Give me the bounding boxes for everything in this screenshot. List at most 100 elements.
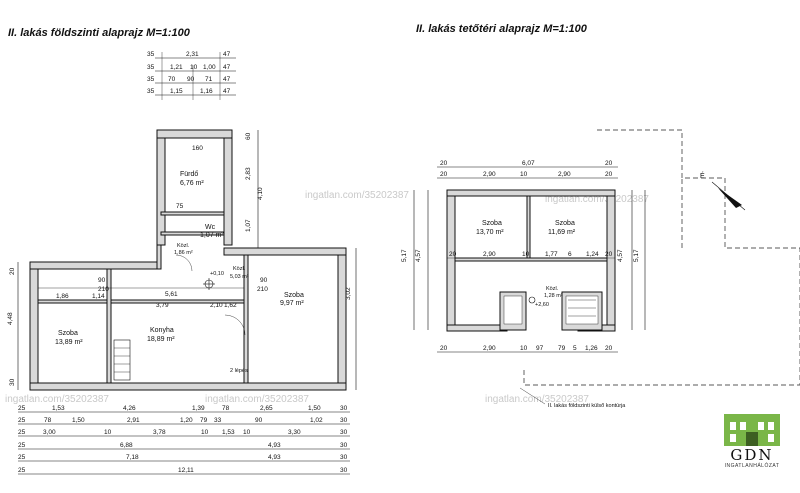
watermark: ingatlan.com/35202387 — [205, 394, 309, 405]
svg-text:25: 25 — [18, 454, 26, 461]
svg-text:20: 20 — [605, 171, 613, 178]
attic-dimensions: 20 6,07 20 20 2,90 10 2,90 20 20 2,90 10… — [401, 160, 646, 353]
svg-text:6: 6 — [568, 251, 572, 258]
svg-text:47: 47 — [223, 76, 231, 83]
room-area: 5,03 m² — [230, 274, 249, 280]
room-area: 13,89 m² — [55, 339, 83, 346]
svg-text:20: 20 — [440, 171, 448, 178]
svg-text:12,11: 12,11 — [178, 467, 194, 474]
svg-text:4,26: 4,26 — [123, 405, 136, 412]
contour-label: II. lakás földszinti külső kontúrja — [548, 403, 626, 409]
svg-text:35: 35 — [147, 88, 155, 95]
svg-text:79: 79 — [200, 417, 208, 424]
svg-text:25: 25 — [18, 442, 26, 449]
svg-text:7,18: 7,18 — [126, 454, 139, 461]
svg-text:5,17: 5,17 — [401, 249, 408, 262]
attic-floor-walls — [446, 189, 616, 332]
svg-text:30: 30 — [340, 467, 348, 474]
svg-text:É: É — [700, 171, 705, 180]
svg-text:30: 30 — [340, 454, 348, 461]
svg-text:10: 10 — [520, 345, 528, 352]
svg-text:1,00: 1,00 — [203, 64, 216, 71]
svg-text:2,90: 2,90 — [483, 345, 496, 352]
ground-floor-walls — [29, 129, 347, 391]
room-area: 13,70 m² — [476, 229, 504, 236]
svg-text:2,91: 2,91 — [127, 417, 140, 424]
svg-text:30: 30 — [340, 429, 348, 436]
svg-text:3,00: 3,00 — [43, 429, 56, 436]
svg-text:20: 20 — [440, 160, 448, 167]
svg-text:90: 90 — [187, 76, 195, 83]
watermark: ingatlan.com/35202387 — [305, 190, 409, 201]
svg-text:20: 20 — [605, 160, 613, 167]
stair-note: 2 lépés — [230, 368, 248, 374]
watermark: ingatlan.com/35202387 — [485, 394, 589, 405]
room-area: 1,28 m² — [544, 293, 563, 299]
svg-text:25: 25 — [18, 417, 26, 424]
svg-text:71: 71 — [205, 76, 213, 83]
svg-text:3,79: 3,79 — [156, 302, 169, 309]
room-label: Szoba — [58, 330, 78, 337]
svg-text:2,90: 2,90 — [483, 251, 496, 258]
svg-text:20: 20 — [440, 345, 448, 352]
room-label: Közl. — [177, 243, 190, 249]
svg-text:210: 210 — [257, 286, 268, 293]
north-arrow: É — [700, 171, 746, 211]
level-mark: +2,60 — [535, 302, 549, 308]
ground-bottom-dimensions: 25 1,53 4,26 1,39 78 2,65 1,50 30 25 78 … — [18, 405, 350, 475]
svg-text:10: 10 — [104, 429, 112, 436]
svg-text:90: 90 — [98, 277, 106, 284]
watermark: ingatlan.com/35202387 — [5, 394, 109, 405]
svg-text:1,21: 1,21 — [170, 64, 183, 71]
ground-floor-contour-outline — [523, 129, 800, 386]
svg-text:6,07: 6,07 — [522, 160, 535, 167]
ground-side-dimensions: 20 4,48 30 3,02 60 2,83 4,10 1,07 — [7, 130, 357, 390]
level-mark: +0,10 — [210, 271, 224, 277]
svg-text:1,50: 1,50 — [308, 405, 321, 412]
svg-text:90: 90 — [260, 277, 268, 284]
logo-text: GDN — [730, 446, 774, 464]
svg-text:60: 60 — [245, 132, 252, 140]
svg-text:5,17: 5,17 — [633, 249, 640, 262]
svg-text:25: 25 — [18, 429, 26, 436]
svg-text:1,50: 1,50 — [72, 417, 85, 424]
svg-text:79: 79 — [558, 345, 566, 352]
svg-text:1,53: 1,53 — [222, 429, 235, 436]
svg-text:4,10: 4,10 — [257, 187, 264, 200]
svg-text:70: 70 — [168, 76, 176, 83]
svg-text:90: 90 — [255, 417, 263, 424]
room-label: Wc — [205, 224, 216, 231]
svg-text:47: 47 — [223, 51, 231, 58]
room-area: 1,07 m² — [200, 232, 224, 239]
svg-text:1,16: 1,16 — [200, 88, 213, 95]
svg-text:1,24: 1,24 — [586, 251, 599, 258]
svg-text:2,90: 2,90 — [558, 171, 571, 178]
svg-text:5,61: 5,61 — [165, 291, 178, 298]
svg-text:3,30: 3,30 — [288, 429, 301, 436]
svg-text:30: 30 — [340, 405, 348, 412]
room-label: Szoba — [284, 292, 304, 299]
room-label: Közl. — [233, 266, 246, 272]
svg-text:97: 97 — [536, 345, 544, 352]
svg-text:78: 78 — [222, 405, 230, 412]
svg-text:210: 210 — [98, 286, 109, 293]
svg-text:20: 20 — [9, 267, 16, 275]
svg-text:47: 47 — [223, 64, 231, 71]
svg-text:1,14: 1,14 — [92, 293, 105, 300]
svg-text:30: 30 — [9, 378, 16, 386]
watermark: ingatlan.com/35202387 — [545, 194, 649, 205]
svg-text:1,02: 1,02 — [310, 417, 323, 424]
attic-floor-title: II. lakás tetőtéri alaprajz M=1:100 — [416, 23, 588, 35]
ground-room-labels: Fürdő 6,76 m² Wc 1,07 m² Közl. 1,86 m² K… — [55, 171, 304, 381]
svg-text:5: 5 — [573, 345, 577, 352]
room-area: 11,69 m² — [548, 229, 576, 236]
logo-subtitle: INGATLANHÁLÓZAT — [724, 463, 780, 469]
ground-floor-title: II. lakás földszinti alaprajz M=1:100 — [8, 27, 191, 39]
svg-text:2,10: 2,10 — [210, 302, 223, 309]
svg-text:3,78: 3,78 — [153, 429, 166, 436]
svg-text:4,93: 4,93 — [268, 442, 281, 449]
gdn-logo-icon — [724, 414, 780, 446]
svg-text:1,53: 1,53 — [52, 405, 65, 412]
svg-text:3,02: 3,02 — [345, 287, 352, 300]
